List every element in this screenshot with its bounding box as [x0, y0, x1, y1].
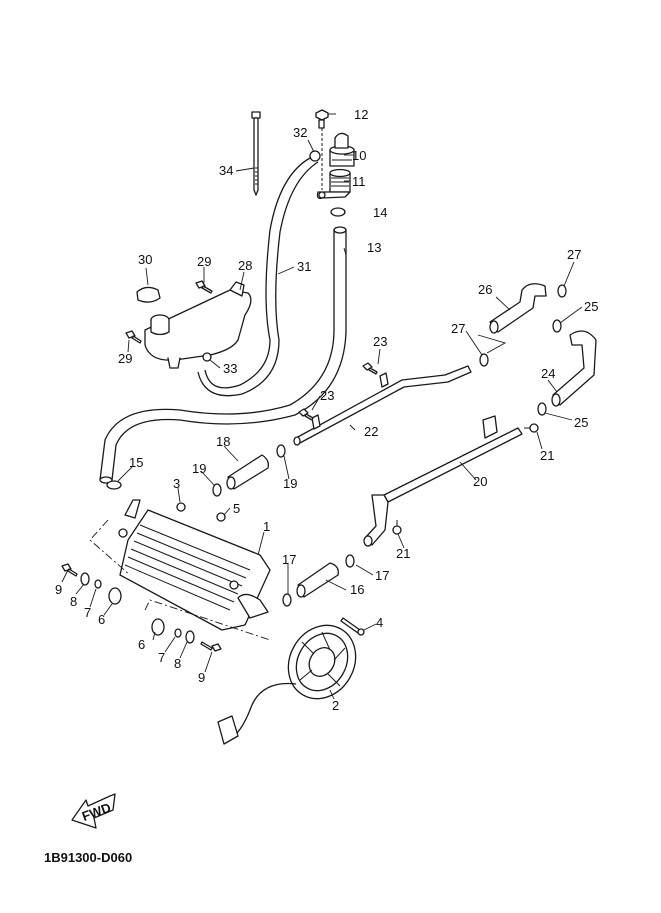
part-31-hose[interactable]	[197, 157, 319, 397]
callout-6b[interactable]: 6	[138, 637, 145, 652]
callout-5[interactable]: 5	[233, 501, 240, 516]
part-22-pipe[interactable]	[293, 365, 472, 446]
callout-11[interactable]: 11	[352, 174, 366, 189]
callout-20[interactable]: 20	[473, 474, 487, 489]
callout-21b[interactable]: 21	[396, 546, 410, 561]
part-12-bolt[interactable]	[315, 109, 329, 190]
part-28-reservoir-tank[interactable]	[144, 281, 252, 369]
part-30-reservoir-cap[interactable]	[136, 286, 161, 303]
part-21-bolt[interactable]	[524, 423, 539, 433]
callout-21a[interactable]: 21	[540, 448, 554, 463]
callout-25a[interactable]: 25	[584, 299, 598, 314]
callout-2[interactable]: 2	[332, 698, 339, 713]
callout-25b[interactable]: 25	[574, 415, 588, 430]
callout-33[interactable]: 33	[223, 361, 237, 376]
callout-9a[interactable]: 9	[55, 582, 62, 597]
part-5-nut[interactable]	[216, 512, 226, 522]
part-7-collar[interactable]	[94, 579, 102, 589]
callout-7a[interactable]: 7	[84, 605, 91, 620]
callout-labels: 12 10 11 14 32 34 13 31 30 29 28 29 33 2…	[55, 107, 598, 713]
callout-28[interactable]: 28	[238, 258, 252, 273]
callout-31[interactable]: 31	[297, 259, 311, 274]
callout-9b[interactable]: 9	[198, 670, 205, 685]
part-23-bolt[interactable]	[298, 408, 314, 421]
part-7-collar[interactable]	[174, 628, 182, 638]
part-18-hose[interactable]	[226, 454, 270, 490]
part-17-clamp[interactable]	[345, 554, 355, 568]
part-1-radiator[interactable]	[118, 499, 271, 631]
callout-27a[interactable]: 27	[567, 247, 581, 262]
part-6-grommet[interactable]	[151, 618, 165, 636]
part-10-radiator-cap[interactable]	[329, 132, 355, 167]
part-9-bolt[interactable]	[61, 563, 78, 577]
callout-7b[interactable]: 7	[158, 650, 165, 665]
part-29-bolt[interactable]	[195, 280, 213, 294]
callout-29b[interactable]: 29	[118, 351, 132, 366]
callout-4[interactable]: 4	[376, 615, 383, 630]
callout-14[interactable]: 14	[373, 205, 387, 220]
part-23-bolt[interactable]	[362, 362, 378, 375]
callout-32[interactable]: 32	[293, 125, 307, 140]
callout-34[interactable]: 34	[219, 163, 233, 178]
callout-19a[interactable]: 19	[283, 476, 297, 491]
part-19-clamp[interactable]	[276, 444, 286, 458]
part-14-clamp[interactable]	[330, 207, 346, 217]
part-17-clamp[interactable]	[282, 593, 292, 607]
callout-15[interactable]: 15	[129, 455, 143, 470]
part-8-washer[interactable]	[80, 572, 90, 586]
part-27-clamp[interactable]	[479, 353, 489, 367]
callout-16[interactable]: 16	[350, 582, 364, 597]
part-25-clamp[interactable]	[537, 402, 547, 416]
callout-12[interactable]: 12	[354, 107, 368, 122]
part-26-hose[interactable]	[489, 283, 547, 334]
callout-29a[interactable]: 29	[197, 254, 211, 269]
part-9-bolt[interactable]	[200, 641, 222, 652]
callout-19b[interactable]: 19	[192, 461, 206, 476]
callout-22[interactable]: 22	[364, 424, 378, 439]
callout-leaders	[61, 113, 583, 700]
callout-10[interactable]: 10	[352, 148, 366, 163]
callout-17b[interactable]: 17	[282, 552, 296, 567]
part-8-washer[interactable]	[185, 630, 195, 644]
part-11-filler-neck[interactable]	[316, 168, 351, 200]
part-24-hose[interactable]	[551, 330, 597, 407]
part-2-fan-motor[interactable]	[217, 613, 369, 745]
callout-17a[interactable]: 17	[375, 568, 389, 583]
part-25-clamp[interactable]	[552, 319, 562, 333]
part-29-bolt[interactable]	[125, 330, 142, 344]
callout-18[interactable]: 18	[216, 434, 230, 449]
part-15-clamp[interactable]	[106, 480, 122, 490]
part-4-screw[interactable]	[340, 617, 365, 636]
part-16-hose[interactable]	[296, 562, 339, 598]
callout-3[interactable]: 3	[173, 476, 180, 491]
part-32-nut[interactable]	[309, 150, 321, 162]
part-3-nut[interactable]	[176, 502, 186, 512]
part-33-nut[interactable]	[202, 352, 212, 362]
part-6-grommet[interactable]	[108, 587, 122, 605]
callout-23b[interactable]: 23	[320, 388, 334, 403]
part-13-hose[interactable]	[99, 226, 347, 484]
callout-27b[interactable]: 27	[451, 321, 465, 336]
part-21-bolt[interactable]	[392, 520, 402, 535]
radiator-mount-dashline	[144, 599, 271, 641]
diagram-code: 1B91300-D060	[44, 850, 133, 865]
callout-8b[interactable]: 8	[174, 656, 181, 671]
part-34-cable-tie[interactable]	[251, 111, 261, 196]
part-27-clamp[interactable]	[557, 284, 567, 298]
callout-24[interactable]: 24	[541, 366, 555, 381]
callout-23a[interactable]: 23	[373, 334, 387, 349]
callout-30[interactable]: 30	[138, 252, 152, 267]
callout-13[interactable]: 13	[367, 240, 381, 255]
fwd-direction-arrow: FWD	[71, 793, 116, 829]
part-19-clamp[interactable]	[212, 483, 222, 497]
callout-6a[interactable]: 6	[98, 612, 105, 627]
callout-1[interactable]: 1	[263, 519, 270, 534]
part-20-pipe[interactable]	[363, 415, 523, 547]
callout-8a[interactable]: 8	[70, 594, 77, 609]
callout-26[interactable]: 26	[478, 282, 492, 297]
